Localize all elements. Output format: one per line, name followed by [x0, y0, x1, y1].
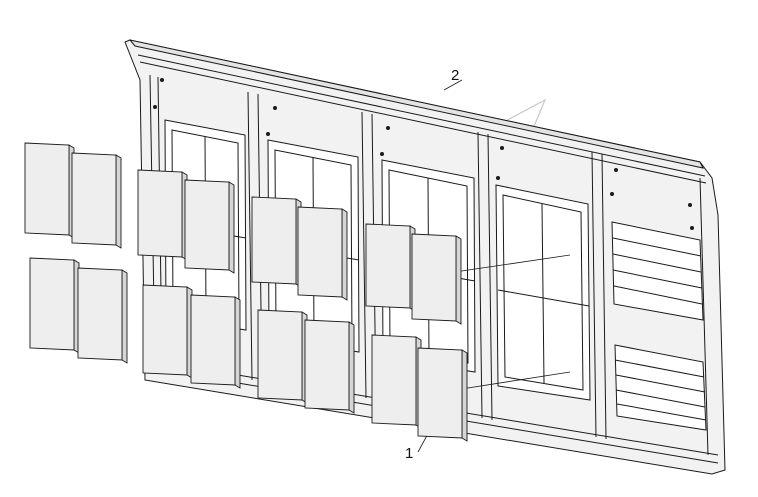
insulation-block: [304, 319, 355, 414]
insulation-block-side: [121, 269, 128, 364]
insulation-block-face: [71, 152, 117, 246]
insulation-block-face: [417, 347, 463, 439]
insulation-block-face: [29, 257, 75, 351]
insulation-block: [24, 142, 75, 239]
insulation-blocks: [24, 142, 468, 442]
insulation-block: [417, 347, 468, 442]
insulation-block: [77, 267, 128, 364]
insulation-block-side: [461, 349, 468, 442]
callout-label-1: 1: [405, 445, 414, 462]
insulation-block-face: [371, 334, 417, 426]
insulation-block-face: [184, 179, 230, 271]
insulation-block-side: [234, 296, 241, 389]
insulation-block: [190, 294, 241, 389]
insulation-block: [251, 196, 302, 288]
insulation-block: [184, 179, 235, 274]
insulation-block: [365, 223, 416, 312]
insulation-block-side: [348, 321, 355, 414]
insulation-block-face: [297, 206, 343, 298]
insulation-block-face: [304, 319, 350, 411]
insulation-block: [371, 334, 422, 429]
insulation-block-face: [365, 223, 411, 309]
insulation-block-face: [251, 196, 297, 285]
insulation-block-side: [341, 208, 348, 301]
insulation-block-face: [142, 284, 188, 376]
frame-fasteners: [153, 78, 694, 230]
insulation-block-face: [257, 309, 303, 401]
insulation-block-face: [411, 233, 457, 322]
insulation-block: [71, 152, 122, 249]
insulation-block-face: [24, 142, 70, 236]
insulation-block: [257, 309, 308, 404]
callout-label-2: 2: [451, 67, 460, 84]
insulation-block: [137, 169, 188, 261]
insulation-block-side: [455, 235, 462, 325]
insulation-block-face: [77, 267, 123, 361]
insulation-block: [297, 206, 348, 301]
insulation-block-face: [190, 294, 236, 386]
insulation-block: [29, 257, 80, 354]
insulation-block-side: [228, 181, 235, 274]
insulation-block: [411, 233, 462, 325]
insulation-block-side: [115, 154, 122, 249]
insulation-block-face: [137, 169, 183, 258]
insulation-block: [142, 284, 193, 379]
